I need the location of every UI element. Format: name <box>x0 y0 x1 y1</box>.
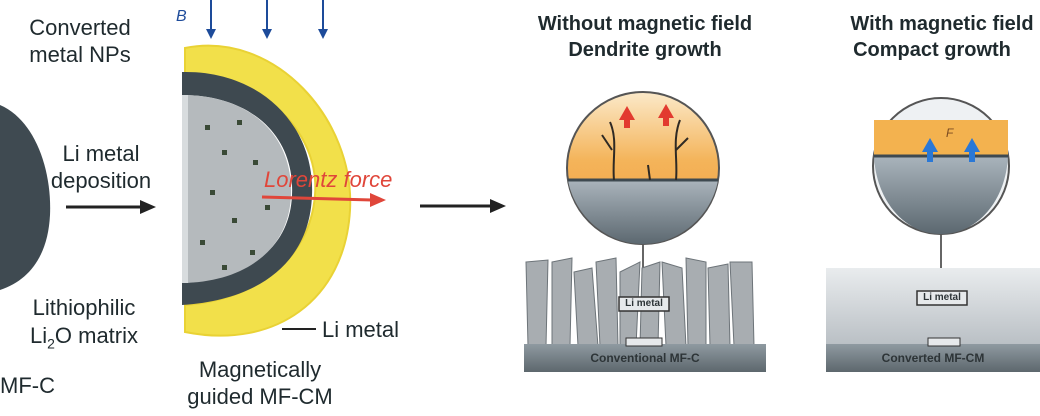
panel1-title-line2: Dendrite growth <box>568 39 722 61</box>
mf-cm-caption: Magnetically guided MF-CM <box>187 357 333 409</box>
mf-cm-sphere <box>182 44 352 337</box>
panel1-layer-label: Li metal <box>625 298 663 309</box>
lorentz-force-arrow <box>261 193 386 207</box>
f-label: F <box>946 126 954 140</box>
deposition-label: Li metal deposition <box>50 141 152 193</box>
mfc-label: MF-C <box>0 373 55 398</box>
arrow-center-to-right <box>420 199 506 213</box>
panel2-layer-label: Li metal <box>923 292 961 303</box>
panel1-title-line1: Without magnetic field <box>537 13 753 35</box>
panel-without-field <box>524 91 766 372</box>
panel2-title-line2: Compact growth <box>853 39 1011 61</box>
li2o-part-rest: O matrix <box>54 323 139 348</box>
panel2-title-line1: With magnetic field <box>850 13 1034 35</box>
b-field-label: B <box>176 8 187 25</box>
arrow-left-to-center <box>66 200 156 214</box>
lithiophilic-label: Lithiophilic <box>32 295 136 320</box>
converted-nps-label: Converted metal NPs <box>29 15 131 67</box>
li2o-part-li: Li <box>29 323 48 348</box>
li-metal-label: Li metal <box>322 317 400 342</box>
panel-with-field <box>826 97 1040 372</box>
b-field-arrows <box>206 0 328 39</box>
li2o-subscript: 2 <box>47 335 55 352</box>
mf-c-particle <box>0 105 51 290</box>
lorentz-force-label: Lorentz force <box>264 167 393 192</box>
li2o-matrix-label: Li2O matrix <box>4 322 164 357</box>
panel2-base-label: Converted MF-CM <box>881 351 985 365</box>
panel1-base-label: Conventional MF-C <box>590 351 700 365</box>
